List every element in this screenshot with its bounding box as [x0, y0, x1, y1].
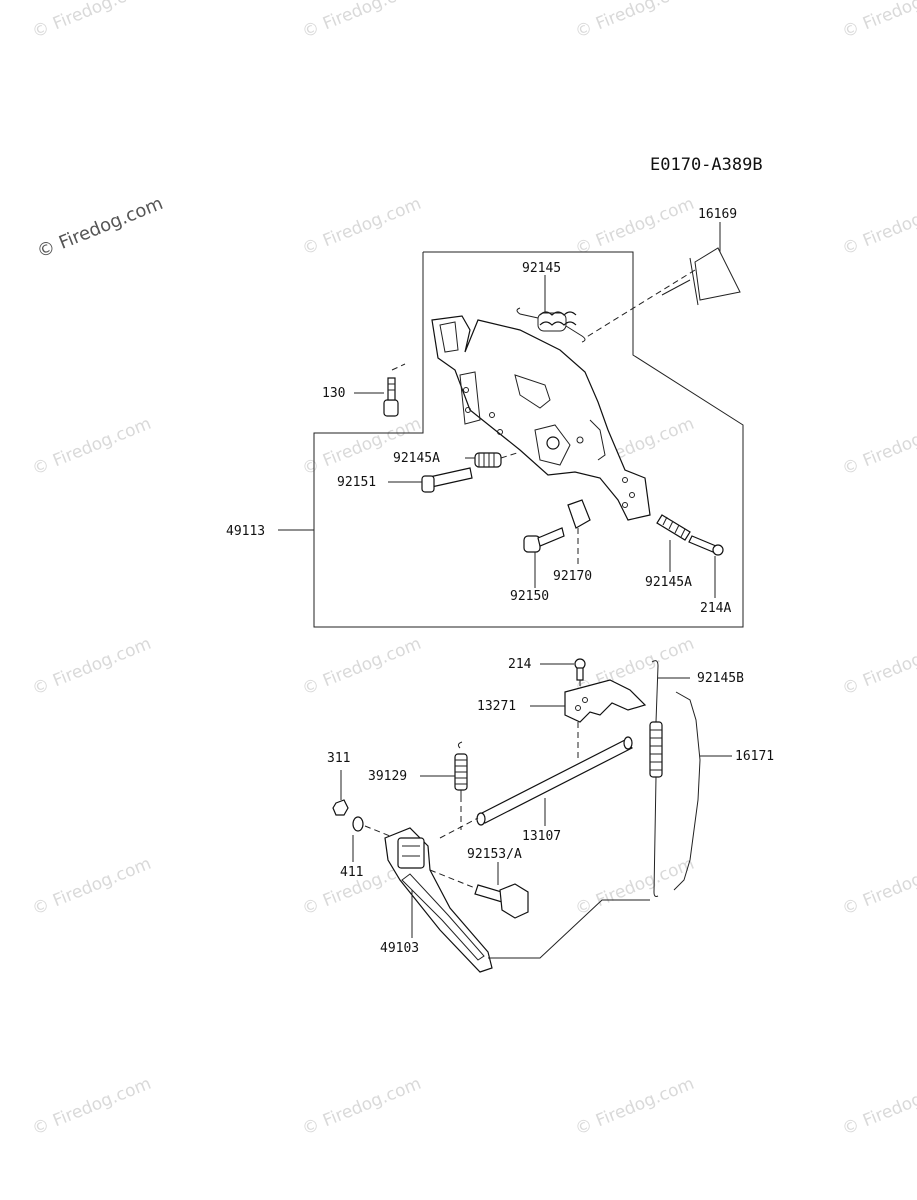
- label-92170: 92170: [553, 569, 592, 584]
- watermark: © Firedog.com: [29, 1074, 154, 1140]
- label-214A: 214A: [700, 601, 731, 616]
- watermark: © Firedog.com: [29, 0, 154, 43]
- watermark: © Firedog.com: [299, 414, 424, 480]
- part-311-nut: [332, 770, 349, 816]
- watermark: © Firedog.com: [572, 1074, 697, 1140]
- label-16171: 16171: [735, 749, 774, 764]
- part-92145A-spring-bottom: [656, 514, 691, 572]
- watermark: © Firedog.com: [839, 414, 917, 480]
- label-92145A-bottom: 92145A: [645, 575, 692, 590]
- watermark: © Firedog.com: [29, 854, 154, 920]
- label-49103: 49103: [380, 941, 419, 956]
- label-92153A: 92153/A: [467, 847, 522, 862]
- label-13271: 13271: [477, 699, 516, 714]
- lower-connection-line: [488, 899, 650, 959]
- label-13107: 13107: [522, 829, 561, 844]
- watermark: © Firedog.com: [299, 0, 424, 43]
- watermark: © Firedog.com: [29, 414, 154, 480]
- watermark: © Firedog.com: [839, 194, 917, 260]
- watermark-main: © Firedog.com: [34, 193, 166, 263]
- part-92170-block: [567, 499, 591, 568]
- watermark: © Firedog.com: [839, 0, 917, 43]
- label-130: 130: [322, 386, 345, 401]
- watermark: © Firedog.com: [839, 634, 917, 700]
- watermark: © Firedog.com: [572, 0, 697, 43]
- part-92151-screw: [388, 467, 473, 493]
- watermark: © Firedog.com: [572, 194, 697, 260]
- part-39129-spring: [420, 741, 468, 830]
- label-49113: 49113: [226, 524, 265, 539]
- assembly-frame-49113: [313, 251, 744, 628]
- watermark-grid: © Firedog.com © Firedog.com © Firedog.co…: [29, 0, 917, 1140]
- control-bracket-plate: [431, 315, 651, 521]
- part-214A-screw: [688, 535, 724, 598]
- part-16171-rod: [673, 691, 732, 891]
- watermark: © Firedog.com: [299, 634, 424, 700]
- label-92145: 92145: [522, 261, 561, 276]
- part-130-bolt: [354, 363, 406, 417]
- part-92145A-spring-top: [465, 451, 521, 468]
- part-13271-plate: [530, 679, 647, 760]
- watermark: © Firedog.com: [299, 194, 424, 260]
- diagram-code: E0170-A389B: [650, 155, 763, 175]
- part-92150-bolt: [523, 527, 565, 588]
- label-92145A-top: 92145A: [393, 451, 440, 466]
- label-214: 214: [508, 657, 532, 672]
- label-39129: 39129: [368, 769, 407, 784]
- part-92153A-bolt: [429, 862, 529, 919]
- watermark: © Firedog.com: [839, 1074, 917, 1140]
- part-49103-lever: [384, 827, 493, 973]
- part-92145B-spring: [649, 660, 690, 897]
- label-311: 311: [327, 751, 350, 766]
- watermark: © Firedog.com: [839, 854, 917, 920]
- label-411: 411: [340, 865, 363, 880]
- label-92145B: 92145B: [697, 671, 744, 686]
- part-92145-spring: [516, 275, 586, 343]
- part-411-washer: [352, 816, 391, 862]
- label-92150: 92150: [510, 589, 549, 604]
- part-13107-shaft: [476, 736, 633, 826]
- watermark: © Firedog.com: [299, 1074, 424, 1140]
- label-16169: 16169: [698, 207, 737, 222]
- watermark: © Firedog.com: [29, 634, 154, 700]
- part-16169-wire-link: [584, 222, 741, 339]
- label-92151: 92151: [337, 475, 376, 490]
